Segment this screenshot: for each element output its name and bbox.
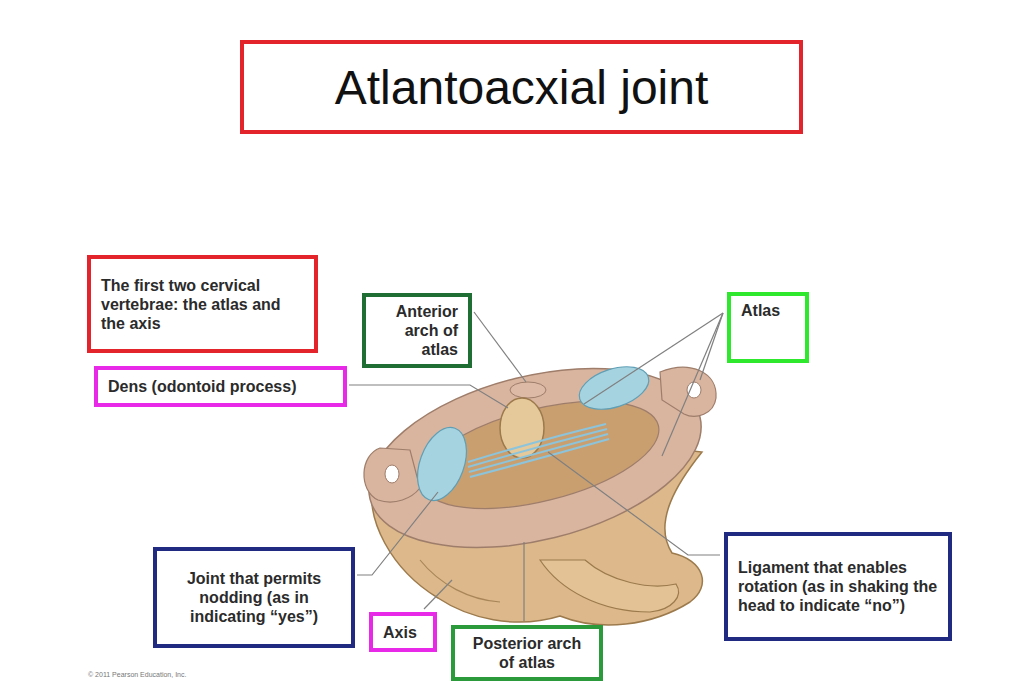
callout-box: Dens (odontoid process) (94, 366, 347, 407)
transverse-foramen (687, 382, 701, 398)
leader-line (474, 312, 526, 382)
leader-line (700, 313, 723, 380)
right-transverse-process (660, 367, 716, 416)
title-box: Atlantoacxial joint (240, 40, 803, 134)
articular-facet (574, 359, 654, 417)
callout-text: Dens (odontoid process) (108, 377, 333, 396)
leader-line (584, 313, 723, 404)
articular-facet (408, 421, 475, 507)
callout-text: Joint that permits nodding (as in indica… (167, 569, 341, 626)
callout-box: Atlas (727, 292, 809, 363)
transverse-ligament (468, 424, 609, 477)
callout-text: Axis (383, 623, 423, 642)
ligament-fiber (468, 429, 607, 467)
copyright-note: © 2011 Pearson Education, Inc. (88, 671, 186, 678)
ligament-fiber (470, 439, 609, 477)
callout-box: Ligament that enables rotation (as in sh… (724, 532, 952, 641)
left-transverse-process (364, 448, 420, 502)
anterior-tubercle (510, 382, 546, 398)
callout-text: Ligament that enables rotation (as in sh… (738, 558, 938, 615)
ligament-fiber (469, 434, 608, 472)
leader-line (349, 385, 508, 408)
leader-line (523, 542, 524, 621)
transverse-foramen (385, 465, 399, 483)
leader-line (424, 580, 452, 609)
callout-box: Anterior arch of atlas (362, 293, 472, 368)
callout-box: The first two cervical vertebrae: the at… (87, 255, 318, 353)
callout-text: Anterior arch of atlas (376, 302, 458, 359)
ligament-fiber (468, 424, 606, 462)
callout-text: Atlas (741, 301, 795, 320)
callout-text: Posterior arch of atlas (465, 634, 589, 672)
axis-lamina (420, 560, 500, 602)
leader-line (662, 313, 723, 456)
atlas-ring (350, 337, 720, 578)
callout-box: Axis (369, 612, 437, 652)
callout-box: Joint that permits nodding (as in indica… (153, 547, 355, 648)
callout-text: The first two cervical vertebrae: the at… (101, 276, 304, 333)
leader-line (548, 452, 720, 555)
callout-box: Posterior arch of atlas (451, 625, 603, 681)
axis-spinous-process (540, 560, 678, 612)
title-text: Atlantoacxial joint (335, 60, 709, 115)
leader-line (357, 492, 438, 575)
